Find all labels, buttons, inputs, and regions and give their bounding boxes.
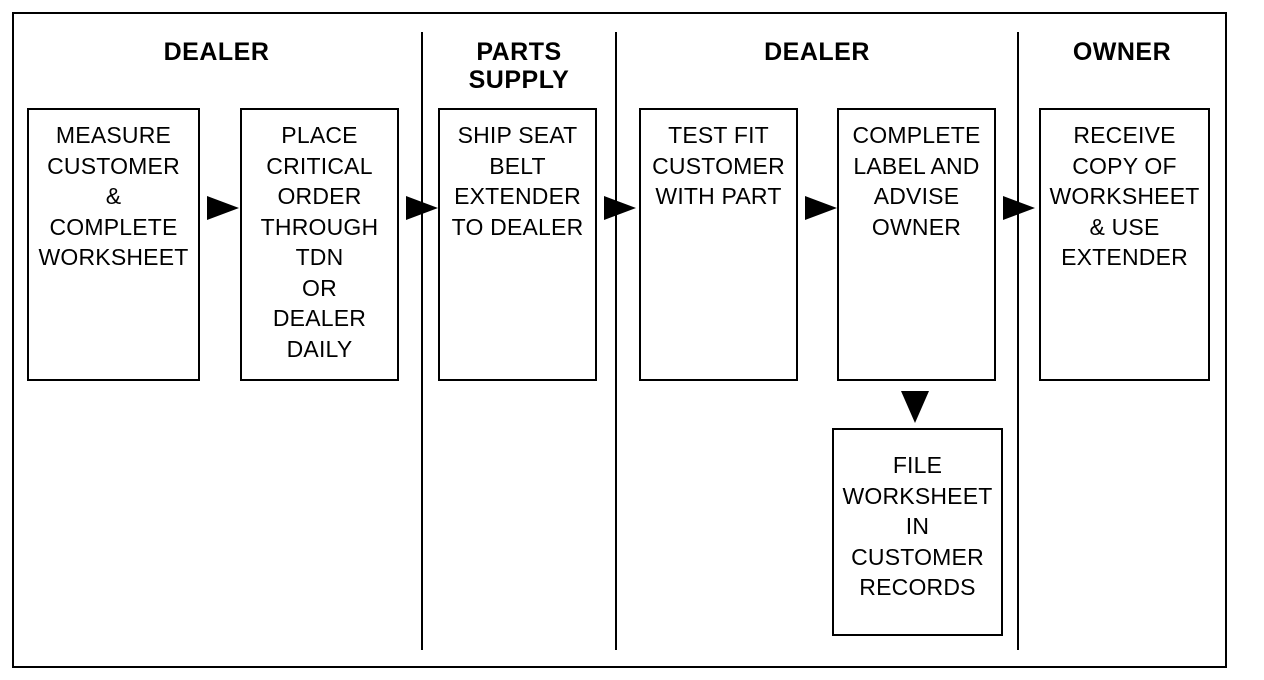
step-place-critical-order: PLACE CRITICAL ORDER THROUGH TDN OR DEAL… bbox=[240, 108, 399, 381]
step-complete-label: COMPLETE LABEL AND ADVISE OWNER bbox=[837, 108, 996, 381]
step-file-worksheet: FILE WORKSHEET IN CUSTOMER RECORDS bbox=[832, 428, 1003, 636]
arrow-right-icon bbox=[604, 196, 636, 220]
lane-header-dealer-2: DEALER bbox=[764, 38, 870, 66]
step-receive-copy-text: RECEIVE COPY OF WORKSHEET & USE EXTENDER bbox=[1049, 122, 1200, 270]
lane-divider-2 bbox=[615, 32, 617, 650]
step-test-fit-customer-text: TEST FIT CUSTOMER WITH PART bbox=[652, 122, 785, 209]
lane-header-dealer-1: DEALER bbox=[163, 38, 270, 66]
lane-divider-1 bbox=[421, 32, 423, 650]
step-receive-copy: RECEIVE COPY OF WORKSHEET & USE EXTENDER bbox=[1039, 108, 1210, 381]
arrow-right-icon bbox=[1003, 196, 1035, 220]
step-ship-seat-belt-extender: SHIP SEAT BELT EXTENDER TO DEALER bbox=[438, 108, 597, 381]
step-complete-label-text: COMPLETE LABEL AND ADVISE OWNER bbox=[852, 122, 981, 240]
step-measure-customer-text: MEASURE CUSTOMER & COMPLETE WORKSHEET bbox=[38, 122, 189, 270]
step-ship-seat-belt-extender-text: SHIP SEAT BELT EXTENDER TO DEALER bbox=[451, 122, 584, 240]
arrow-down-icon bbox=[901, 391, 929, 423]
step-place-critical-order-text: PLACE CRITICAL ORDER THROUGH TDN OR DEAL… bbox=[260, 122, 379, 362]
arrow-right-icon bbox=[805, 196, 837, 220]
arrow-right-icon bbox=[207, 196, 239, 220]
step-measure-customer: MEASURE CUSTOMER & COMPLETE WORKSHEET bbox=[27, 108, 200, 381]
diagram-frame bbox=[12, 12, 1227, 668]
lane-header-owner: OWNER bbox=[1072, 38, 1172, 66]
step-file-worksheet-text: FILE WORKSHEET IN CUSTOMER RECORDS bbox=[842, 452, 993, 600]
step-test-fit-customer: TEST FIT CUSTOMER WITH PART bbox=[639, 108, 798, 381]
lane-header-parts-supply: PARTS SUPPLY bbox=[468, 38, 570, 94]
lane-divider-3 bbox=[1017, 32, 1019, 650]
arrow-right-icon bbox=[406, 196, 438, 220]
